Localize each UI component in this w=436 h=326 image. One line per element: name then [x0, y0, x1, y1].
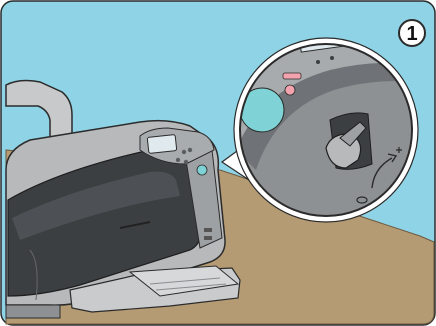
step-number-badge: 1 — [399, 20, 425, 46]
step-number: 1 — [406, 23, 417, 45]
